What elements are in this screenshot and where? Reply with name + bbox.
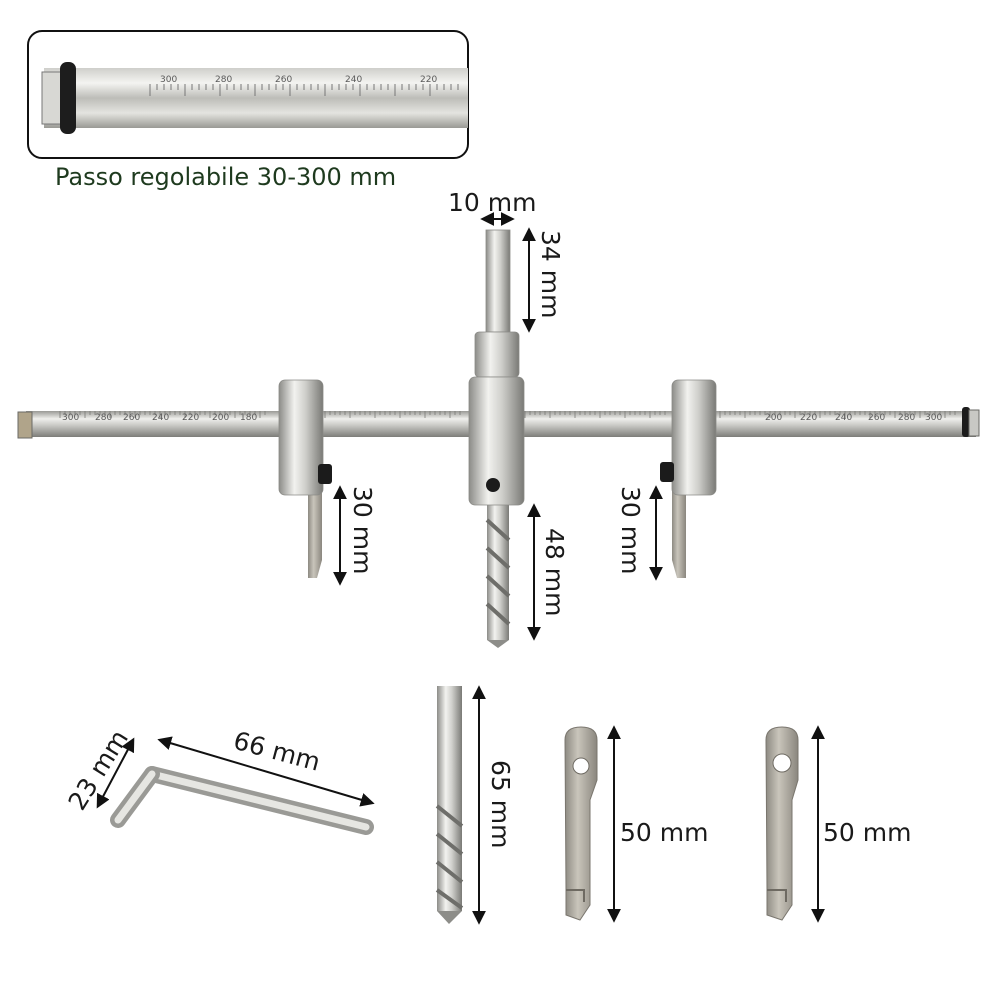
right-cutter-holder (660, 379, 717, 578)
rod-scale-label: 260 (123, 413, 140, 423)
dim-drill-exposed-label: 48 mm (540, 528, 569, 616)
rod-scale-label: 240 (835, 413, 852, 423)
dim-wrench-long (157, 736, 375, 807)
rod-end-ring-right (962, 407, 970, 437)
dim-left-cutter-label: 30 mm (348, 486, 377, 574)
rod-scale-label: 200 (765, 413, 782, 423)
dim-wrench-long-label: 66 mm (230, 726, 323, 777)
center-set-screw (486, 478, 500, 492)
dim-wrench-short (96, 737, 135, 809)
inset-caption: Passo regolabile 30-300 mm (55, 163, 396, 191)
shank-collar (474, 331, 520, 378)
right-cutter-blade (672, 490, 686, 578)
cutter-blade-one (564, 726, 598, 921)
inset-scale-label: 240 (345, 75, 362, 85)
inset-ring (60, 62, 76, 134)
drill-bit (435, 686, 464, 924)
rod-scale-label: 300 (925, 413, 942, 423)
dim-blade-two-label: 50 mm (823, 818, 911, 847)
center-body (468, 376, 525, 506)
inset-scale-label: 280 (215, 75, 232, 85)
left-cutter-blade (308, 490, 322, 578)
inset-scale-label: 260 (275, 75, 292, 85)
rod-end-nut-right (968, 409, 980, 437)
right-set-screw (660, 462, 674, 482)
rod-scale-label: 280 (898, 413, 915, 423)
rod-end-nut-left (17, 411, 33, 439)
dim-shank-width-label: 10 mm (448, 188, 536, 217)
center-drill (485, 505, 511, 648)
rod-scale-label: 180 (240, 413, 257, 423)
main-tool: 300 280 260 240 220 200 180 200 220 240 … (17, 229, 980, 648)
left-set-screw (318, 464, 332, 484)
rod-scale-label: 240 (152, 413, 169, 423)
dim-drill-bit-label: 65 mm (486, 760, 515, 848)
center-shank (485, 229, 511, 333)
rod-scale-label: 200 (212, 413, 229, 423)
inset-scale (149, 84, 459, 96)
dim-blade-one-label: 50 mm (620, 818, 708, 847)
rod-scale-label: 220 (800, 413, 817, 423)
rod-scale-label: 260 (868, 413, 885, 423)
dim-right-cutter-label: 30 mm (616, 486, 645, 574)
rod-scale-label: 300 (62, 413, 79, 423)
rod-scale-label: 280 (95, 413, 112, 423)
dim-shank-length-label: 34 mm (536, 230, 565, 318)
inset-rod (44, 68, 468, 128)
hex-wrench (110, 766, 374, 835)
rod-scale-label: 220 (182, 413, 199, 423)
inset-scale-label: 300 (160, 75, 177, 85)
inset-panel: 300 280 260 240 220 Passo regolabile 30-… (27, 30, 469, 191)
main-rod-scale (59, 411, 956, 418)
left-cutter-holder (278, 379, 332, 578)
inset-scale-label: 220 (420, 75, 437, 85)
cutter-blade-two (765, 726, 799, 921)
